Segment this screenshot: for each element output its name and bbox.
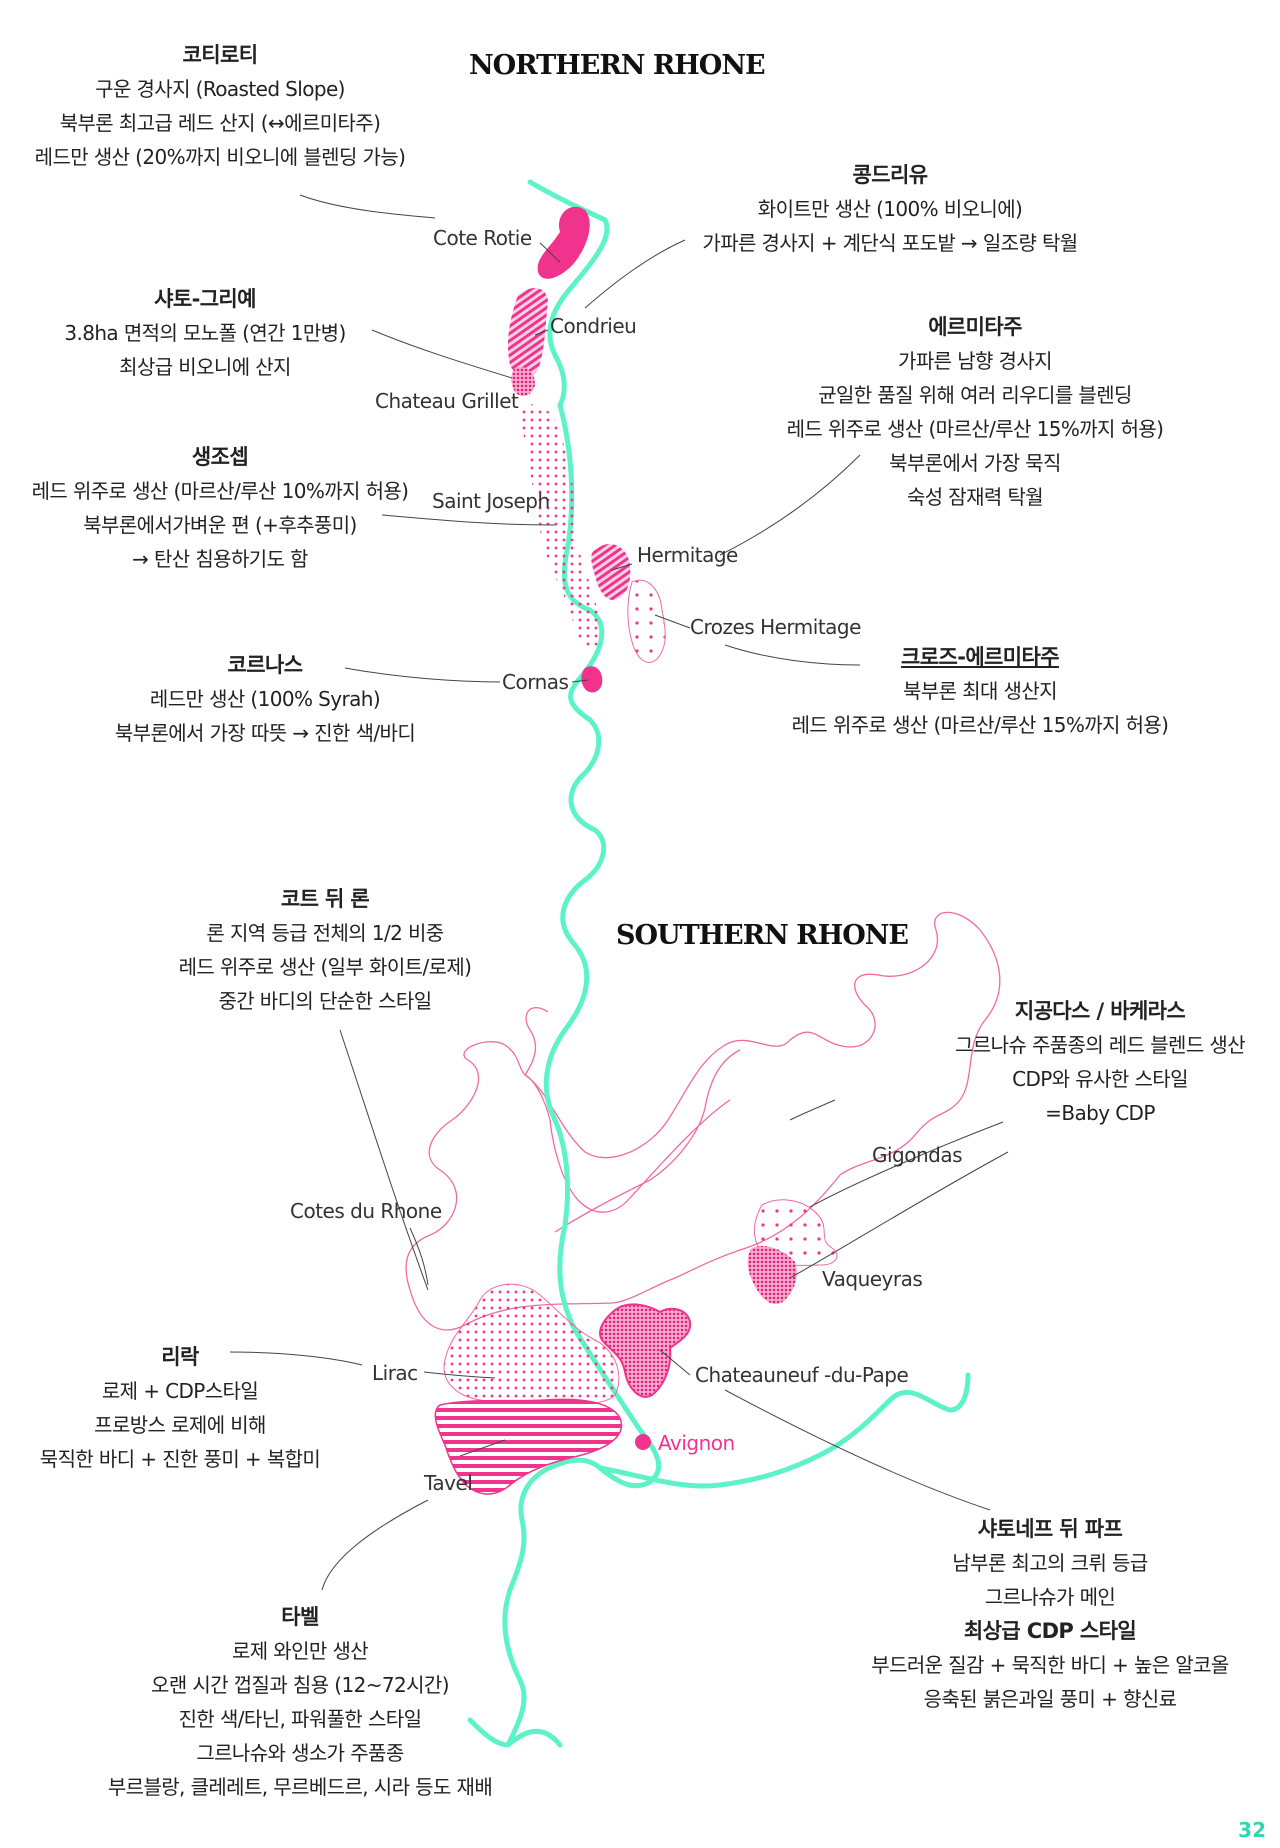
note-line: 북부론에서 가장 따뜻 → 진한 색/바디: [114, 721, 416, 745]
page-number: 32: [1238, 1818, 1266, 1842]
note-line: 균일한 품질 위해 여러 리우디를 블렌딩: [818, 383, 1132, 407]
note-crozes-hermitage: 크로즈-에르미타주 북부론 최대 생산지 레드 위주로 생산 (마르산/루산 1…: [770, 640, 1190, 742]
label-avignon: Avignon: [658, 1431, 735, 1455]
note-saint-joseph: 생조셉 레드 위주로 생산 (마르산/루산 10%까지 허용) 북부론에서가벼운…: [10, 440, 430, 576]
label-chateauneuf: Chateauneuf -du-Pape: [695, 1363, 908, 1387]
note-line: 레드만 생산 (100% Syrah): [149, 687, 381, 711]
note-line: 구운 경사지 (Roasted Slope): [95, 77, 345, 101]
chateauneuf-area: [599, 1303, 692, 1398]
note-crozes-title: 크로즈-에르미타주: [901, 645, 1059, 669]
note-gigondas-vaqueyras: 지공다스 / 바케라스 그르나슈 주품종의 레드 블렌드 생산 CDP와 유사한…: [920, 994, 1280, 1130]
note-line: 레드만 생산 (20%까지 비오니에 블렌딩 가능): [34, 145, 406, 169]
note-line: → 탄산 침용하기도 함: [132, 547, 308, 571]
label-condrieu: Condrieu: [550, 314, 636, 338]
note-line: 북부론 최고급 레드 산지 (↔에르미타주): [59, 111, 381, 135]
rhone-river-tributary-durance: [597, 1372, 971, 1489]
note-line: 로제 와인만 생산: [231, 1639, 369, 1663]
rhone-river: [467, 179, 662, 1748]
note-tavel-title: 타벨: [281, 1605, 319, 1629]
chateau-grillet-area: [511, 367, 535, 396]
note-line: 묵직한 바디 + 진한 풍미 + 복합미: [39, 1447, 321, 1471]
tavel-area: [434, 1398, 623, 1495]
note-line: 남부론 최고의 크뤼 등급: [952, 1551, 1148, 1575]
note-line: 레드 위주로 생산 (마르산/루산 15%까지 허용): [791, 713, 1169, 737]
note-cote-rotie: 코티로티 구운 경사지 (Roasted Slope) 북부론 최고급 레드 산…: [20, 38, 420, 174]
note-cotes-du-rhone-title: 코트 뒤 론: [280, 887, 370, 911]
label-cornas: Cornas: [502, 670, 569, 694]
note-cote-rotie-title: 코티로티: [182, 43, 258, 67]
label-gigondas: Gigondas: [872, 1143, 962, 1167]
note-chateauneuf: 샤토네프 뒤 파프 남부론 최고의 크뤼 등급 그르나슈가 메인 최상급 CDP…: [840, 1512, 1260, 1716]
condrieu-area: [507, 288, 548, 377]
note-condrieu-title: 콩드리유: [852, 163, 928, 187]
crozes-hermitage-area: [627, 579, 666, 663]
note-line: 로제 + CDP스타일: [101, 1379, 259, 1403]
label-tavel: Tavel: [423, 1471, 472, 1495]
note-line: =Baby CDP: [1045, 1101, 1155, 1125]
note-cornas-title: 코르나스: [227, 653, 303, 677]
note-line: 가파른 경사지 + 계단식 포도밭 → 일조량 탁월: [702, 231, 1078, 255]
saint-joseph-area: [520, 404, 601, 650]
label-chateau-grillet: Chateau Grillet: [375, 389, 519, 413]
note-line: CDP와 유사한 스타일: [1012, 1067, 1188, 1091]
note-line: 응축된 붉은과일 풍미 + 향신료: [923, 1687, 1177, 1711]
note-line: 화이트만 생산 (100% 비오니에): [757, 197, 1023, 221]
note-line: 그르나슈와 생소가 주품종: [196, 1741, 404, 1765]
note-line: 레드 위주로 생산 (일부 화이트/로제): [178, 955, 472, 979]
note-line: 북부론 최대 생산지: [903, 679, 1058, 703]
note-line: 레드 위주로 생산 (마르산/루산 10%까지 허용): [31, 479, 409, 503]
note-chateau-grillet: 샤토-그리예 3.8ha 면적의 모노폴 (연간 1만병) 최상급 비오니에 산…: [50, 282, 360, 384]
avignon-marker: [635, 1434, 651, 1450]
note-line: 최상급 비오니에 산지: [119, 355, 291, 379]
lirac-area: [443, 1283, 620, 1405]
note-chateauneuf-subtitle: 최상급 CDP 스타일: [963, 1619, 1137, 1643]
note-line: 중간 바디의 단순한 스타일: [218, 989, 432, 1013]
note-line: 3.8ha 면적의 모노폴 (연간 1만병): [64, 321, 346, 345]
label-lirac: Lirac: [372, 1361, 418, 1385]
note-chateau-grillet-title: 샤토-그리예: [154, 287, 256, 311]
label-crozes-hermitage: Crozes Hermitage: [690, 615, 861, 639]
note-chateauneuf-title: 샤토네프 뒤 파프: [977, 1517, 1123, 1541]
note-line: 가파른 남향 경사지: [898, 349, 1053, 373]
note-tavel: 타벨 로제 와인만 생산 오랜 시간 껍질과 침용 (12~72시간) 진한 색…: [90, 1600, 510, 1804]
note-condrieu: 콩드리유 화이트만 생산 (100% 비오니에) 가파른 경사지 + 계단식 포…: [680, 158, 1100, 260]
note-gigondas-title: 지공다스 / 바케라스: [1014, 999, 1186, 1023]
note-line: 북부론에서 가장 묵직: [889, 451, 1061, 475]
note-saint-joseph-title: 생조셉: [191, 445, 249, 469]
label-vaqueyras: Vaqueyras: [822, 1267, 922, 1291]
cotes-du-rhone-north-outline: [524, 1007, 731, 1213]
label-saint-joseph: Saint Joseph: [432, 489, 550, 513]
note-line: 그르나슈 주품종의 레드 블렌드 생산: [954, 1033, 1246, 1057]
note-cotes-du-rhone: 코트 뒤 론 론 지역 등급 전체의 1/2 비중 레드 위주로 생산 (일부 …: [140, 882, 510, 1018]
title-northern-rhone: NORTHERN RHONE: [469, 50, 766, 81]
note-line: 숙성 잠재력 탁월: [906, 485, 1044, 509]
note-line: 진한 색/타닌, 파워풀한 스타일: [178, 1707, 422, 1731]
leader-lines: [229, 194, 1009, 1591]
cornas-area: [581, 666, 603, 693]
note-line: 그르나슈가 메인: [984, 1585, 1116, 1609]
label-cotes-du-rhone: Cotes du Rhone: [290, 1199, 442, 1223]
note-hermitage: 에르미타주 가파른 남향 경사지 균일한 품질 위해 여러 리우디를 블렌딩 레…: [765, 310, 1185, 514]
note-lirac-title: 리락: [161, 1345, 199, 1369]
hermitage-area: [591, 544, 631, 600]
note-line: 레드 위주로 생산 (마르산/루산 15%까지 허용): [786, 417, 1164, 441]
note-lirac: 리락 로제 + CDP스타일 프로방스 로제에 비해 묵직한 바디 + 진한 풍…: [20, 1340, 340, 1476]
vaqueyras-area: [747, 1245, 797, 1305]
label-cote-rotie: Cote Rotie: [433, 226, 532, 250]
note-hermitage-title: 에르미타주: [928, 315, 1022, 339]
note-line: 부드러운 질감 + 묵직한 바디 + 높은 알코올: [871, 1653, 1229, 1677]
note-line: 프로방스 로제에 비해: [94, 1413, 266, 1437]
title-southern-rhone: SOUTHERN RHONE: [616, 920, 909, 951]
label-hermitage: Hermitage: [637, 543, 738, 567]
cote-rotie-area: [537, 206, 590, 279]
note-line: 론 지역 등급 전체의 1/2 비중: [206, 921, 444, 945]
note-line: 부르블랑, 클레레트, 무르베드르, 시라 등도 재배: [107, 1775, 493, 1799]
note-line: 북부론에서가벼운 편 (+후추풍미): [83, 513, 357, 537]
vaucluse-outline: [554, 1049, 741, 1233]
note-cornas: 코르나스 레드만 생산 (100% Syrah) 북부론에서 가장 따뜻 → 진…: [90, 648, 440, 750]
cotes-du-rhone-outline: [405, 911, 1001, 1331]
note-line: 오랜 시간 껍질과 침용 (12~72시간): [151, 1673, 450, 1697]
